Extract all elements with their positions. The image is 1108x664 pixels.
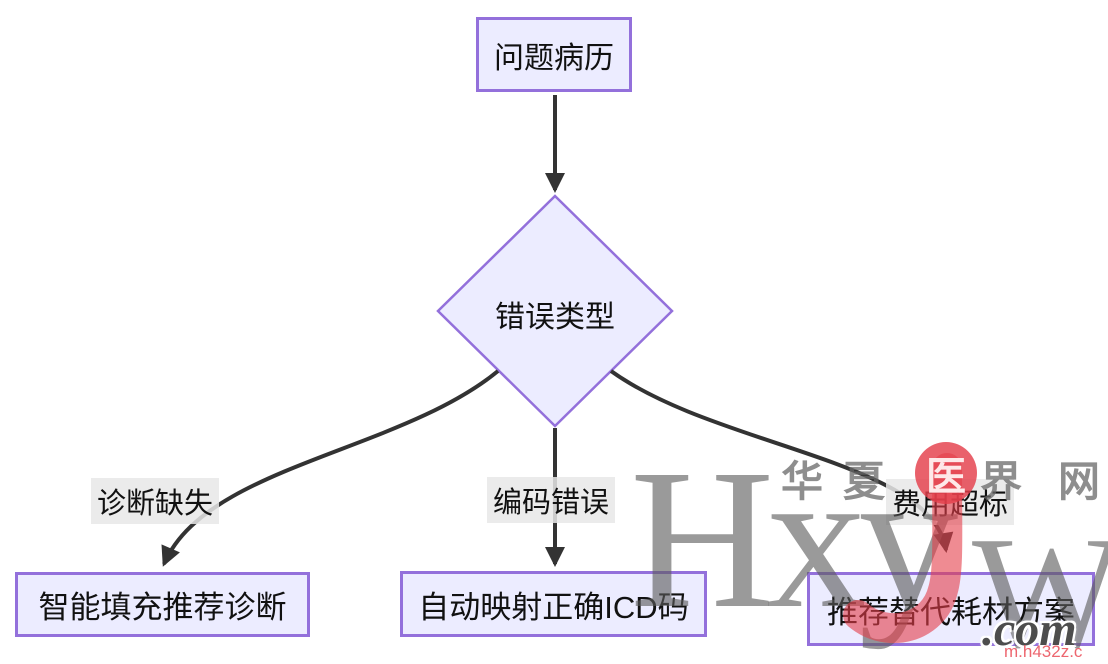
node-smart-fill-diagnosis: 智能填充推荐诊断: [15, 572, 310, 637]
node-alternative-consumable: 推荐替代耗材方案: [807, 572, 1095, 646]
node-auto-map-icd-label: 自动映射正确ICD码: [418, 589, 689, 625]
edge-label-cost-overrun: 费用超标: [886, 479, 1015, 525]
node-error-type-label: 错误类型: [495, 301, 615, 334]
decision-diamond-shape: [436, 194, 674, 428]
node-smart-fill-diagnosis-label: 智能填充推荐诊断: [38, 590, 287, 625]
node-auto-map-icd: 自动映射正确ICD码: [400, 571, 707, 637]
edge-decision-to-diagnosis: [161, 369, 500, 567]
node-problem-record-label: 问题病历: [494, 41, 614, 75]
node-alternative-consumable-label: 推荐替代耗材方案: [827, 594, 1075, 630]
edge-label-coding-error: 编码错误: [487, 477, 616, 523]
edge-label-missing-diagnosis: 诊断缺失: [91, 478, 220, 524]
node-problem-record: 问题病历: [476, 17, 632, 92]
